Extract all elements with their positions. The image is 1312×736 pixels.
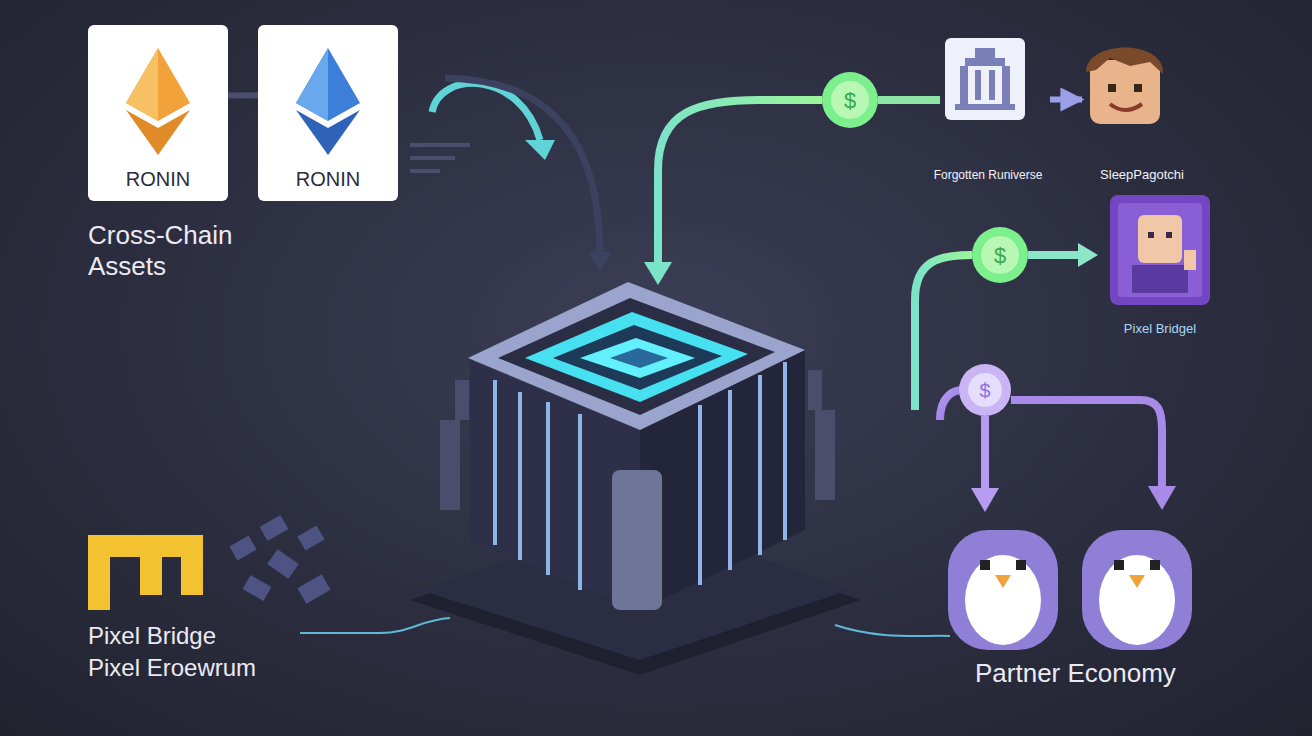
caption-text: Pixel Bridge [88,622,388,651]
penguin [948,530,1058,650]
node-label: Forgotten Runiverse [934,168,1043,182]
arrowhead [644,262,672,285]
dash-lines [410,145,470,171]
arrowhead [1078,243,1098,267]
flow-curve [445,78,600,255]
arrowhead [971,488,999,512]
node-label: SleepPagotchi [1100,167,1184,182]
icon-tile: Pixel Bridgel [1095,195,1225,340]
wire [300,618,450,633]
flow-curve [940,390,962,420]
pixel-temple [955,48,1015,110]
arrowhead [588,252,612,272]
pixel-tiles [229,515,330,604]
ethereum-icon [296,48,360,155]
icon-tile: Forgotten Runiverse [926,38,1050,188]
flow-line [878,96,940,104]
node-label: RONIN [296,168,360,191]
node-label: RONIN [126,168,190,191]
penguin [1082,530,1192,650]
game-icon [945,38,1025,120]
pixel-character [1132,215,1196,293]
icon-tile: SleepPagotchi [1082,38,1202,188]
arrowhead [1148,486,1176,510]
tile [258,25,398,201]
caption-text: Partner Economy [975,658,1235,689]
coin-sign: $ [993,245,1006,270]
ethereum-icon [126,48,190,155]
pixel-logo [88,535,203,610]
coin-sign: $ [843,90,856,115]
arrowhead [525,140,555,160]
connector [228,92,258,98]
wire [835,625,950,636]
coin [822,72,878,128]
coin [959,364,1011,416]
caption-text: Cross-Chain Assets [88,220,278,282]
icon-tile: RONIN [88,25,228,201]
avatar-face [1086,48,1163,125]
game-icon [1110,195,1210,305]
connector [1050,97,1082,103]
icon-tile: RONIN [258,25,398,201]
flow-curve [658,100,822,270]
flow-line [1028,251,1080,259]
tile [88,25,228,201]
caption-text: Pixel Eroewrum [88,654,388,683]
coin-sign: $ [979,380,991,403]
flow-curve [1011,400,1162,488]
node-label: Pixel Bridgel [1124,321,1196,336]
central-cube [410,282,860,675]
coin [972,227,1028,283]
